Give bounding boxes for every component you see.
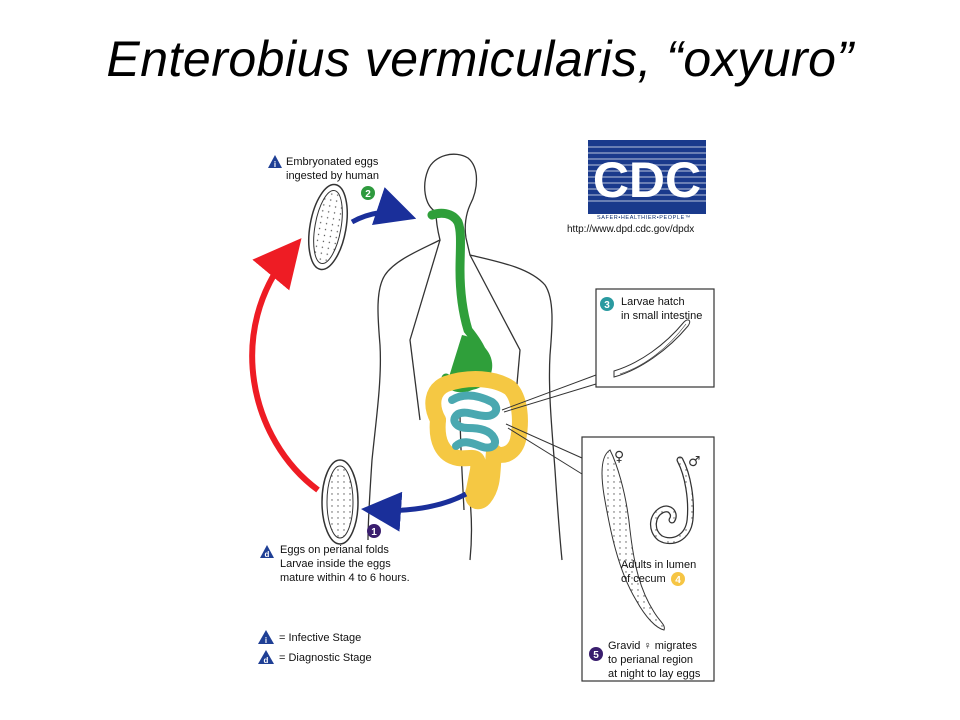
- large-intestine: [425, 371, 528, 510]
- svg-text:3: 3: [604, 300, 610, 311]
- step-4-circle: 4: [671, 572, 685, 586]
- label-step-4: Adults in lumen of cecum: [621, 559, 697, 585]
- egg-bottom: [321, 459, 359, 545]
- svg-text:2: 2: [365, 189, 371, 200]
- egg-top: [308, 183, 348, 271]
- callout-lines: [501, 374, 597, 475]
- svg-text:i: i: [265, 636, 267, 645]
- page-title: Enterobius vermicularis, “oxyuro”: [106, 31, 854, 87]
- female-worm: [601, 449, 665, 631]
- svg-text:d: d: [265, 550, 270, 559]
- cdc-logo-text: CDC: [593, 152, 701, 208]
- small-intestine: [448, 391, 501, 452]
- box-adults: [581, 436, 715, 682]
- stomach-esophagus: [427, 208, 493, 393]
- label-step-2: Embryonated eggs ingested by human: [286, 156, 379, 182]
- male-symbol: ♂: [688, 454, 701, 470]
- badge-infective-top: i: [268, 155, 282, 169]
- legend-diagnostic-label: = Diagnostic Stage: [279, 652, 372, 664]
- svg-text:d: d: [264, 656, 269, 665]
- step-1-circle: 1: [367, 524, 381, 538]
- cdc-tagline: SAFER•HEALTHIER•PEOPLE™: [597, 215, 691, 221]
- label-step-3: Larvae hatch in small intestine: [621, 296, 703, 322]
- cdc-url: http://www.dpd.cdc.gov/dpdx: [567, 224, 695, 235]
- female-symbol: ♀: [614, 449, 624, 465]
- step-5-circle: 5: [589, 647, 603, 661]
- legend-infective-label: = Infective Stage: [279, 632, 362, 644]
- cdc-logo: CDC: [588, 140, 706, 214]
- svg-text:4: 4: [675, 575, 681, 586]
- arrow-to-perianal: [361, 491, 468, 532]
- svg-text:5: 5: [593, 650, 599, 661]
- svg-text:i: i: [274, 160, 276, 169]
- label-step-1: Eggs on perianal folds Larvae inside the…: [280, 544, 410, 584]
- arrow-ingestion: [350, 187, 417, 226]
- cdc-logo-stripes: [588, 140, 706, 214]
- arrow-reinfection: [249, 238, 320, 493]
- label-step-5: Gravid ♀ migrates to perianal region at …: [608, 640, 701, 680]
- step-2-circle: 2: [361, 186, 375, 200]
- step-3-circle: 3: [600, 297, 614, 311]
- svg-text:1: 1: [371, 527, 377, 538]
- box-larvae-hatch: [595, 288, 715, 388]
- larva-shape: [613, 319, 691, 378]
- legend-diagnostic-badge: d: [258, 650, 274, 665]
- badge-diagnostic-bottom: d: [260, 545, 274, 559]
- legend-infective-badge: i: [258, 630, 274, 645]
